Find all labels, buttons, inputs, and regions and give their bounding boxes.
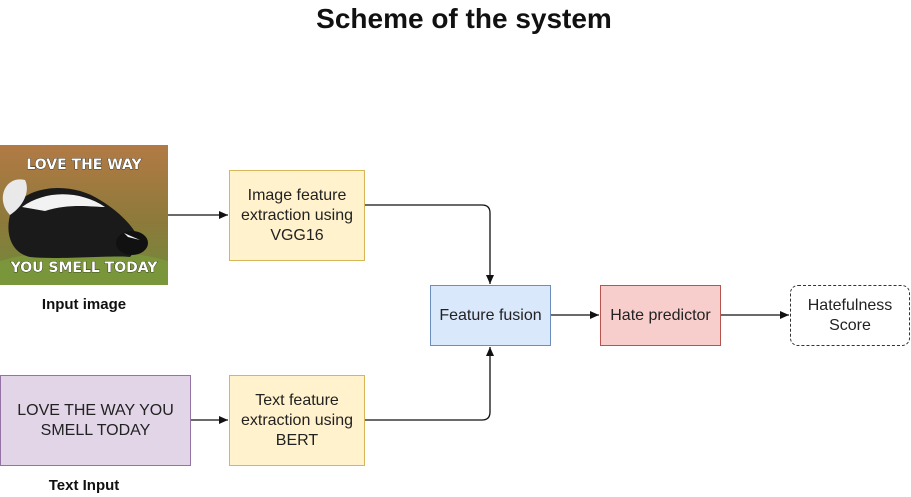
hatefulness-score-box: Hatefulness Score xyxy=(790,285,910,346)
hate-predictor-box: Hate predictor xyxy=(600,285,721,346)
skunk-tail xyxy=(2,179,27,215)
skunk-stripe xyxy=(22,194,105,211)
text-input-box: LOVE THE WAY YOU SMELL TODAY xyxy=(0,375,191,466)
text-input-caption: Text Input xyxy=(48,477,120,494)
input-image-caption: Input image xyxy=(41,296,127,313)
image-feature-extraction-box: Image feature extraction using VGG16 xyxy=(229,170,365,261)
text-feature-extraction-box: Text feature extraction using BERT xyxy=(229,375,365,466)
arrow-bert-to-fusion xyxy=(365,347,494,421)
meme-text-bottom: YOU SMELL TODAY xyxy=(10,260,159,276)
meme-text-top: LOVE THE WAY xyxy=(26,157,142,173)
input-meme-image: LOVE THE WAY YOU SMELL TODAY xyxy=(0,145,168,285)
skunk-head-stripe xyxy=(124,233,140,240)
arrow-vgg-to-fusion xyxy=(365,204,494,284)
feature-fusion-box: Feature fusion xyxy=(430,285,551,346)
skunk-head xyxy=(116,231,148,255)
diagram-title: Scheme of the system xyxy=(316,3,612,34)
meme-grass xyxy=(0,251,168,285)
